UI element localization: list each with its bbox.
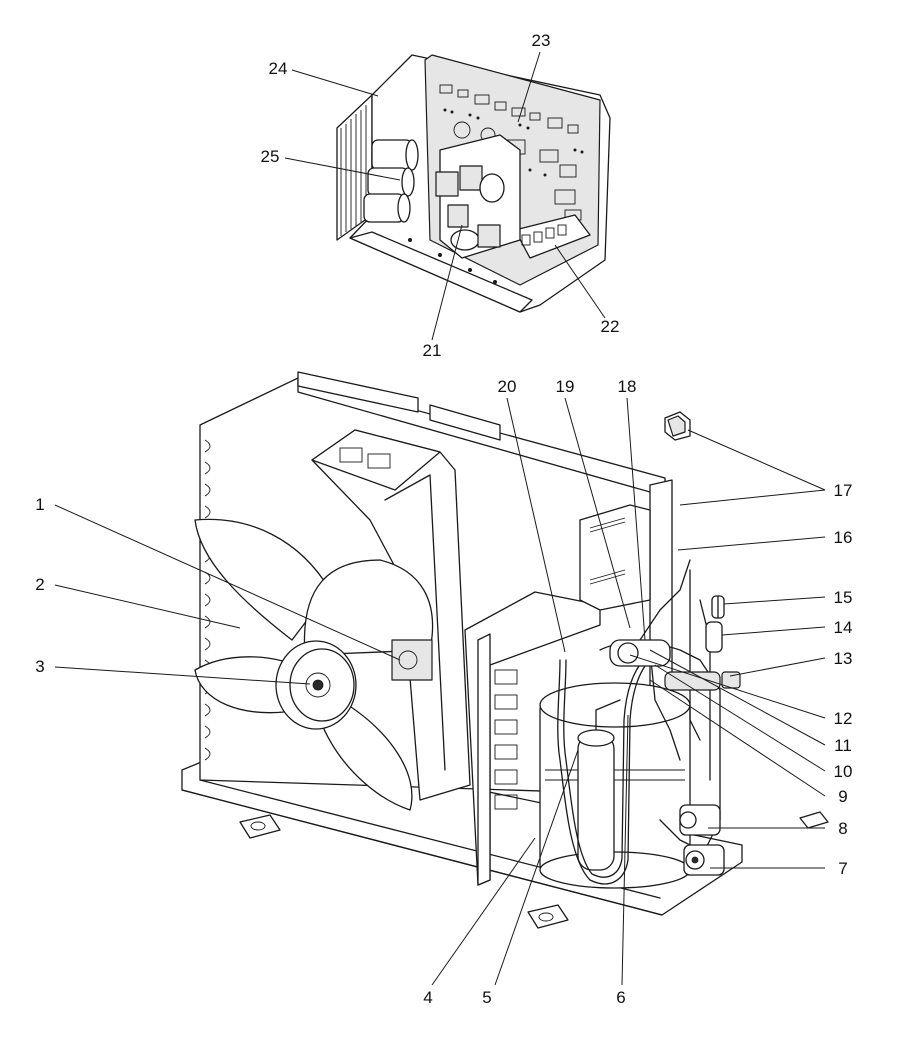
callout-7: 7 [838, 859, 847, 878]
callout-2: 2 [35, 575, 44, 594]
callout-10: 10 [834, 762, 853, 781]
callout-16: 16 [834, 528, 853, 547]
leader-10 [654, 664, 826, 772]
capacitors [363, 139, 419, 223]
reactor [435, 134, 521, 259]
callout-25: 25 [261, 147, 280, 166]
callout-21: 21 [423, 341, 442, 360]
callout-4: 4 [423, 988, 432, 1007]
leader-4 [431, 837, 536, 986]
leader-16 [677, 536, 826, 551]
callout-labels: 1 2 3 4 5 6 7 8 9 10 11 12 13 14 15 16 1… [35, 31, 852, 1007]
leader-24 [291, 69, 379, 97]
callout-9: 9 [838, 787, 847, 806]
leader-20 [506, 397, 566, 653]
callout-6: 6 [616, 988, 625, 1007]
callout-23: 23 [532, 31, 551, 50]
callout-13: 13 [834, 649, 853, 668]
callout-17: 17 [834, 481, 853, 500]
callout-5: 5 [482, 988, 491, 1007]
valves-right [705, 595, 741, 689]
leader-17b [679, 489, 826, 506]
leader-3 [54, 666, 311, 685]
four-way-valve [609, 639, 721, 691]
callout-1: 1 [35, 495, 44, 514]
leader-lines [54, 51, 826, 986]
callout-20: 20 [498, 377, 517, 396]
leader-23 [517, 51, 541, 123]
leader-15 [723, 596, 826, 605]
leader-5 [494, 749, 579, 986]
callout-12: 12 [834, 709, 853, 728]
partition-plate [464, 591, 601, 886]
leader-21 [431, 224, 463, 341]
leader-18 [626, 397, 646, 641]
callout-22: 22 [601, 317, 620, 336]
leader-14 [721, 626, 826, 636]
motor-bracket [311, 429, 471, 801]
leader-12 [629, 654, 826, 719]
callout-18: 18 [618, 377, 637, 396]
callout-19: 19 [556, 377, 575, 396]
clip-part [664, 411, 691, 441]
callout-11: 11 [834, 736, 852, 755]
outdoor-unit-assembly [181, 371, 829, 929]
callout-14: 14 [834, 618, 853, 637]
leader-19 [564, 397, 631, 629]
callout-8: 8 [838, 819, 847, 838]
fan-motor [275, 639, 433, 730]
leader-11 [649, 649, 826, 746]
leader-22 [554, 244, 606, 319]
accumulator [577, 699, 621, 871]
leader-6 [621, 714, 629, 986]
leader-25 [284, 157, 401, 181]
callout-24: 24 [269, 59, 288, 78]
callout-3: 3 [35, 657, 44, 676]
callout-15: 15 [834, 588, 853, 607]
leader-17a [687, 429, 826, 491]
leader-1 [54, 504, 401, 661]
leader-2 [54, 584, 241, 629]
control-box-assembly [336, 54, 611, 313]
leader-9 [649, 679, 826, 797]
leader-13 [729, 657, 826, 677]
